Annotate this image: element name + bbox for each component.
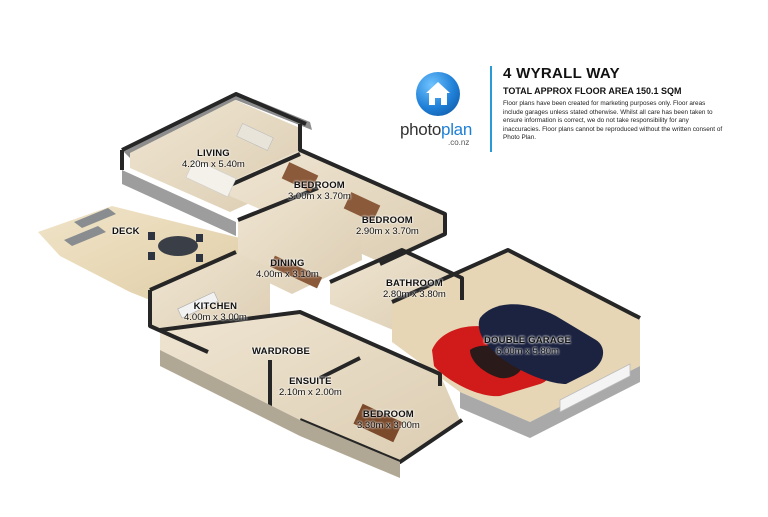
bed-1	[281, 162, 319, 192]
room-label-kitchen: KITCHEN 4.00m x 3.00m	[184, 301, 247, 323]
living-rug	[185, 158, 237, 198]
room-label-bedroom-2: BEDROOM 2.90m x 3.70m	[356, 215, 419, 237]
house-front-wall	[122, 170, 236, 236]
kitchen-bench	[177, 291, 219, 319]
room-dims: 6.00m x 5.80m	[496, 346, 559, 357]
brand-word-a: photo	[400, 120, 442, 139]
room-label-bedroom-1: BEDROOM 3.00m x 3.70m	[288, 180, 351, 202]
room-label-deck: DECK	[112, 226, 140, 237]
room-dims: 4.00m x 3.00m	[184, 312, 247, 323]
room-name: BEDROOM	[362, 409, 414, 420]
brand-word-b: plan	[441, 120, 472, 139]
room-label-ensuite: ENSUITE 2.10m x 2.00m	[279, 376, 342, 398]
room-dims: 2.10m x 2.00m	[279, 387, 342, 398]
room-dims: 4.20m x 5.40m	[182, 159, 245, 170]
room-dims: 4.00m x 3.10m	[256, 269, 319, 280]
room-label-wardrobe: WARDROBE	[252, 346, 310, 357]
room-name: KITCHEN	[193, 301, 238, 312]
plan-header: photoplan .co.nz 4 WYRALL WAY TOTAL APPR…	[400, 62, 730, 162]
room-dims: 2.80m x 3.80m	[383, 289, 446, 300]
room-label-bathroom: BATHROOM 2.80m x 3.80m	[383, 278, 446, 300]
room-name: ENSUITE	[289, 376, 332, 387]
header-divider	[490, 66, 492, 152]
dining-table-deck	[158, 236, 198, 256]
house-icon	[416, 72, 460, 116]
room-name: WARDROBE	[252, 346, 311, 357]
room-name: DECK	[112, 226, 140, 237]
brand-domain: .co.nz	[448, 138, 470, 147]
lower-side-wall	[160, 350, 400, 478]
room-dims: 3.00m x 3.70m	[288, 191, 351, 202]
dining-table	[269, 255, 323, 289]
room-label-garage: DOUBLE GARAGE 6.00m x 5.80m	[484, 335, 571, 357]
room-name: BEDROOM	[361, 215, 413, 226]
dining-floor	[238, 186, 362, 294]
bed-2	[343, 192, 381, 222]
room-dims: 3.30m x 3.00m	[357, 420, 420, 431]
room-name: DINING	[270, 258, 305, 269]
deck-chairs	[148, 232, 203, 262]
room-name: DOUBLE GARAGE	[484, 335, 572, 346]
room-name: BATHROOM	[386, 278, 443, 289]
disclaimer-text: Floor plans have been created for market…	[503, 100, 723, 142]
room-label-living: LIVING 4.20m x 5.40m	[182, 148, 245, 170]
house-base-walls	[122, 92, 312, 158]
navy-car	[478, 304, 604, 384]
bed-3	[353, 403, 403, 443]
floor-area: TOTAL APPROX FLOOR AREA 150.1 SQM	[503, 86, 682, 96]
garage-side-wall	[460, 366, 640, 438]
room-label-dining: DINING 4.00m x 3.10m	[256, 258, 319, 280]
brand-wordmark: photoplan	[400, 120, 472, 140]
deck-loungers	[64, 208, 116, 246]
room-label-bedroom-3: BEDROOM 3.30m x 3.00m	[357, 409, 420, 431]
room-name: LIVING	[196, 148, 230, 159]
house-glyph	[426, 82, 450, 105]
garage-door	[559, 363, 631, 413]
room-name: BEDROOM	[293, 180, 345, 191]
living-sofa	[236, 123, 274, 151]
room-dims: 2.90m x 3.70m	[356, 226, 419, 237]
property-address: 4 WYRALL WAY	[503, 65, 620, 82]
